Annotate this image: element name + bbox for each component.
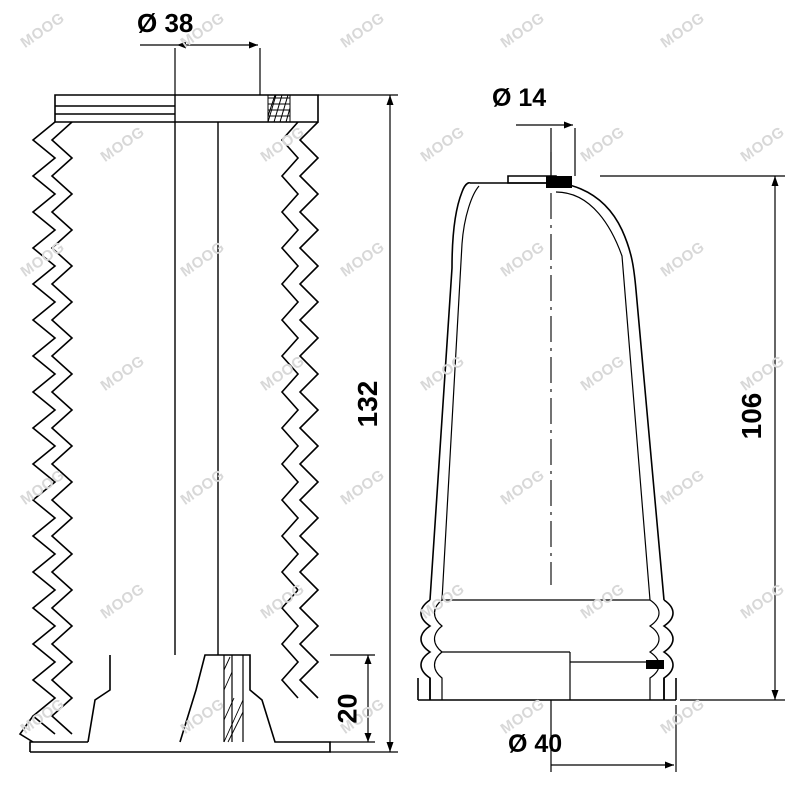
dimension-132: [318, 94, 398, 753]
dimension-dia-38: [140, 41, 261, 95]
dimension-label-dia-38: Ø 38: [137, 8, 194, 38]
dimension-label-132: 132: [352, 380, 383, 428]
dimension-dia-14: [516, 121, 576, 176]
dimension-dia-40: [550, 700, 677, 772]
dimension-106: [600, 175, 785, 701]
right-view-conical-boot: [417, 152, 677, 701]
dimension-label-20: 20: [332, 693, 363, 724]
left-view-bellows-boot: [18, 94, 331, 753]
dimension-label-106: 106: [736, 392, 767, 440]
dimension-label-dia-40: Ø 40: [508, 730, 563, 758]
dimension-label-dia-14: Ø 14: [492, 84, 547, 112]
dimension-20: [330, 654, 375, 743]
